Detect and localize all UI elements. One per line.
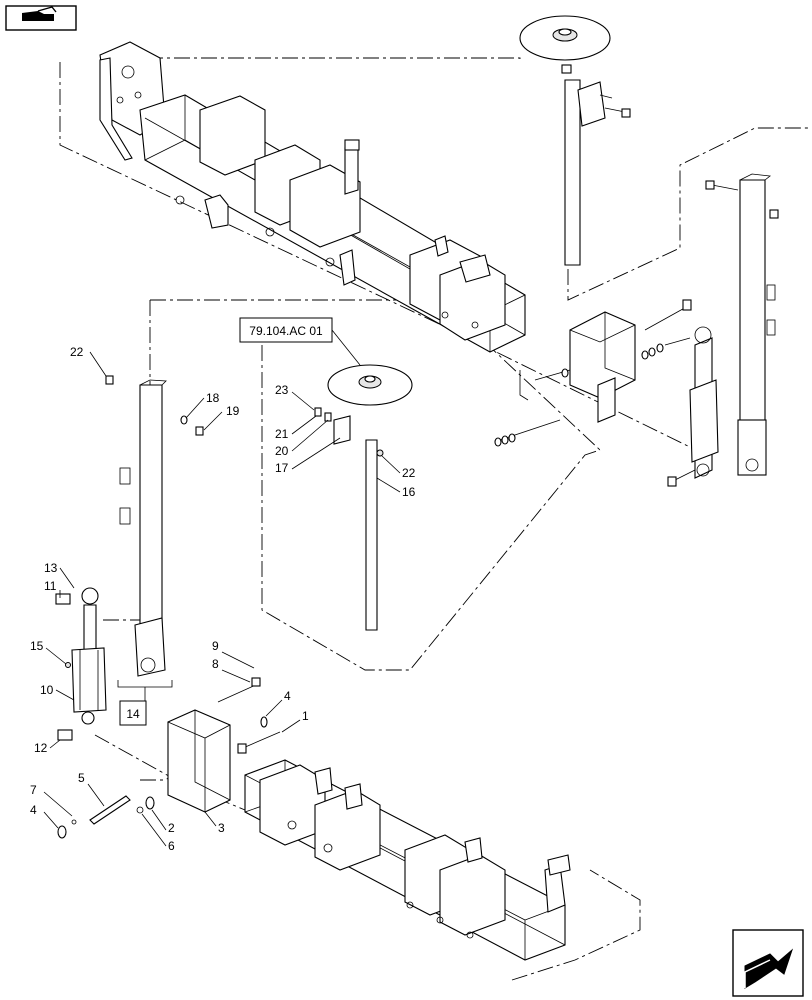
callout-23: 23 <box>275 383 289 397</box>
callout-20: 20 <box>275 444 289 458</box>
callout-18: 18 <box>206 391 220 405</box>
callout-3: 3 <box>218 821 225 835</box>
callout-7: 7 <box>30 783 37 797</box>
callout-4-upper: 4 <box>284 689 291 703</box>
callout-2: 2 <box>168 821 175 835</box>
callout-4-lower: 4 <box>30 803 37 817</box>
callout-12: 12 <box>34 741 48 755</box>
callout-9: 9 <box>212 639 219 653</box>
callout-10: 10 <box>40 683 54 697</box>
svg-text:14: 14 <box>126 707 140 721</box>
top-disc-assembly <box>519 15 631 266</box>
callout-6: 6 <box>168 839 175 853</box>
center-disc-assembly <box>314 364 413 631</box>
svg-text:79.104.AC 01: 79.104.AC 01 <box>249 324 323 338</box>
callout-5: 5 <box>78 771 85 785</box>
book-icon[interactable] <box>5 5 77 31</box>
right-upright-assembly <box>494 173 779 487</box>
left-cylinder-assembly <box>55 587 107 741</box>
callout-15: 15 <box>30 639 44 653</box>
reference-box-79-104[interactable]: 79.104.AC 01 <box>239 317 361 366</box>
callout-16: 16 <box>402 485 416 499</box>
callout-13: 13 <box>44 561 58 575</box>
callout-19: 19 <box>226 404 240 418</box>
callouts: 22 18 19 23 21 20 17 22 16 13 11 15 10 1… <box>30 345 416 853</box>
arrow-icon[interactable] <box>732 929 804 997</box>
callout-22-left: 22 <box>70 345 84 359</box>
callout-11: 11 <box>44 579 57 593</box>
callout-17: 17 <box>275 461 289 475</box>
callout-8: 8 <box>212 657 219 671</box>
lower-pivot-bracket <box>57 677 281 839</box>
lower-beam-assembly <box>244 759 571 961</box>
callout-21: 21 <box>275 427 289 441</box>
callout-22-center: 22 <box>402 466 416 480</box>
top-beam-assembly <box>99 41 526 353</box>
left-post-assembly <box>105 375 204 677</box>
group-box-14[interactable]: 14 <box>117 680 173 726</box>
callout-1: 1 <box>302 709 309 723</box>
